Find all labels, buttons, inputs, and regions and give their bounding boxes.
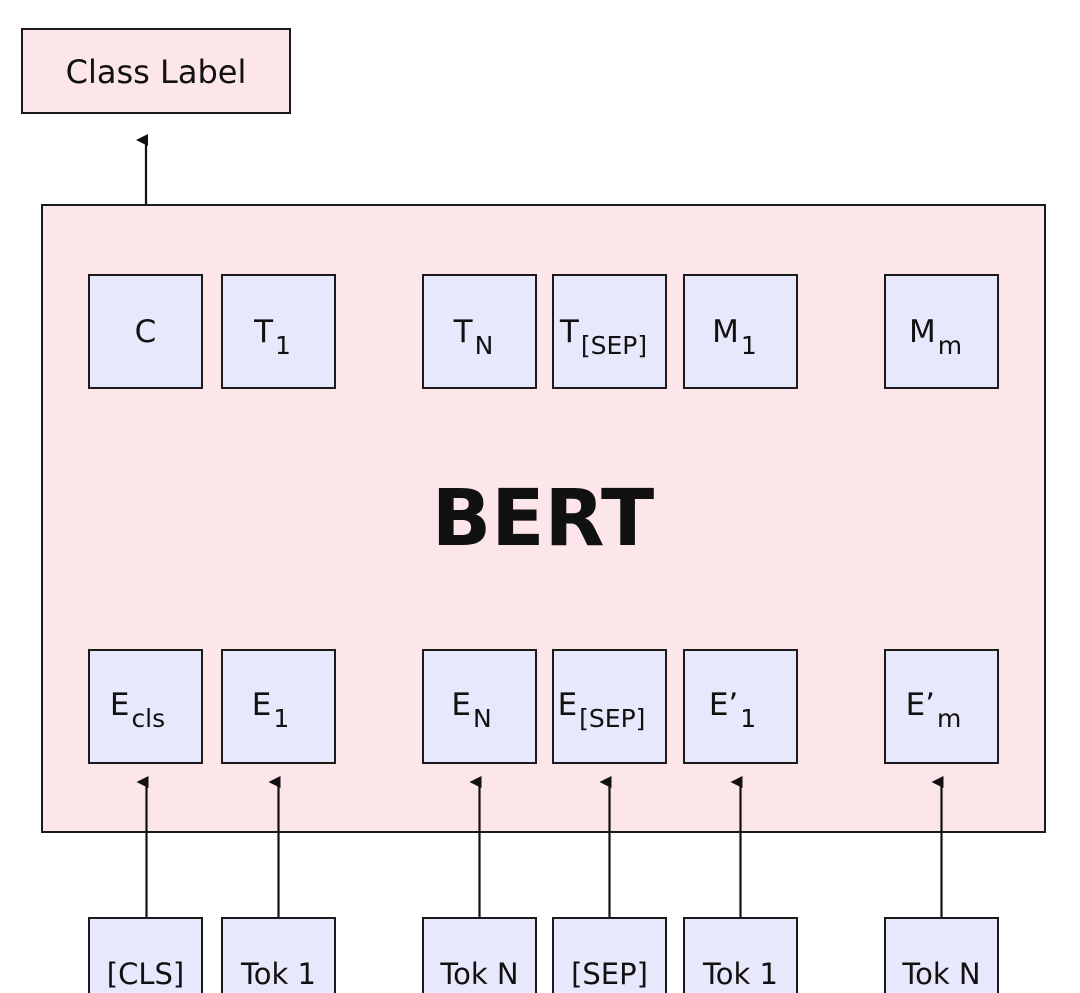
output-label: C: [135, 314, 157, 350]
input-token-label: [SEP]: [571, 957, 648, 991]
embedding-label: E’1: [709, 687, 756, 733]
output-box: T1: [221, 274, 336, 389]
output-label: T1: [253, 314, 291, 360]
output-box: M1: [683, 274, 798, 389]
class-label-text: Class Label: [66, 53, 247, 91]
input-token-label: Tok 1: [702, 957, 778, 991]
embedding-label: E’m: [906, 687, 962, 733]
input-token-label: Tok N: [439, 957, 518, 991]
embedding-label: E[SEP]: [558, 687, 646, 733]
input-token-label: [CLS]: [107, 957, 184, 991]
input-token-box: Tok N: [884, 917, 999, 993]
embedding-box: E’1: [683, 649, 798, 764]
output-box: T[SEP]: [552, 274, 667, 389]
embedding-box: E’m: [884, 649, 999, 764]
output-box: Mm: [884, 274, 999, 389]
class-label-box: Class Label: [21, 28, 291, 114]
input-token-label: Tok N: [901, 957, 980, 991]
bert-title: BERT: [432, 474, 655, 564]
input-token-box: [SEP]: [552, 917, 667, 993]
input-token-box: Tok N: [422, 917, 537, 993]
output-label: TN: [453, 314, 494, 360]
output-box: C: [88, 274, 203, 389]
input-arrows: [136, 776, 944, 917]
output-label: M1: [712, 314, 757, 360]
output-box: TN: [422, 274, 537, 389]
output-label: Mm: [909, 314, 962, 360]
token-row: [CLS] Tok 1 Tok N [SEP] Tok 1 Tok N: [88, 917, 999, 993]
embedding-box: Ecls: [88, 649, 203, 764]
embedding-box: E1: [221, 649, 336, 764]
embedding-label: Ecls: [110, 687, 165, 733]
embedding-row: Ecls E1 EN E[SEP] E’1 E’m: [88, 649, 999, 764]
input-token-box: [CLS]: [88, 917, 203, 993]
input-token-box: Tok 1: [221, 917, 336, 993]
embedding-label: EN: [451, 687, 491, 733]
embedding-label: E1: [252, 687, 290, 733]
input-token-label: Tok 1: [240, 957, 316, 991]
embedding-box: EN: [422, 649, 537, 764]
input-token-box: Tok 1: [683, 917, 798, 993]
bert-model-box: BERT: [41, 204, 1046, 833]
embedding-box: E[SEP]: [552, 649, 667, 764]
output-label: T[SEP]: [559, 314, 647, 360]
output-row: C T1 TN T[SEP] M1 Mm: [88, 274, 999, 389]
